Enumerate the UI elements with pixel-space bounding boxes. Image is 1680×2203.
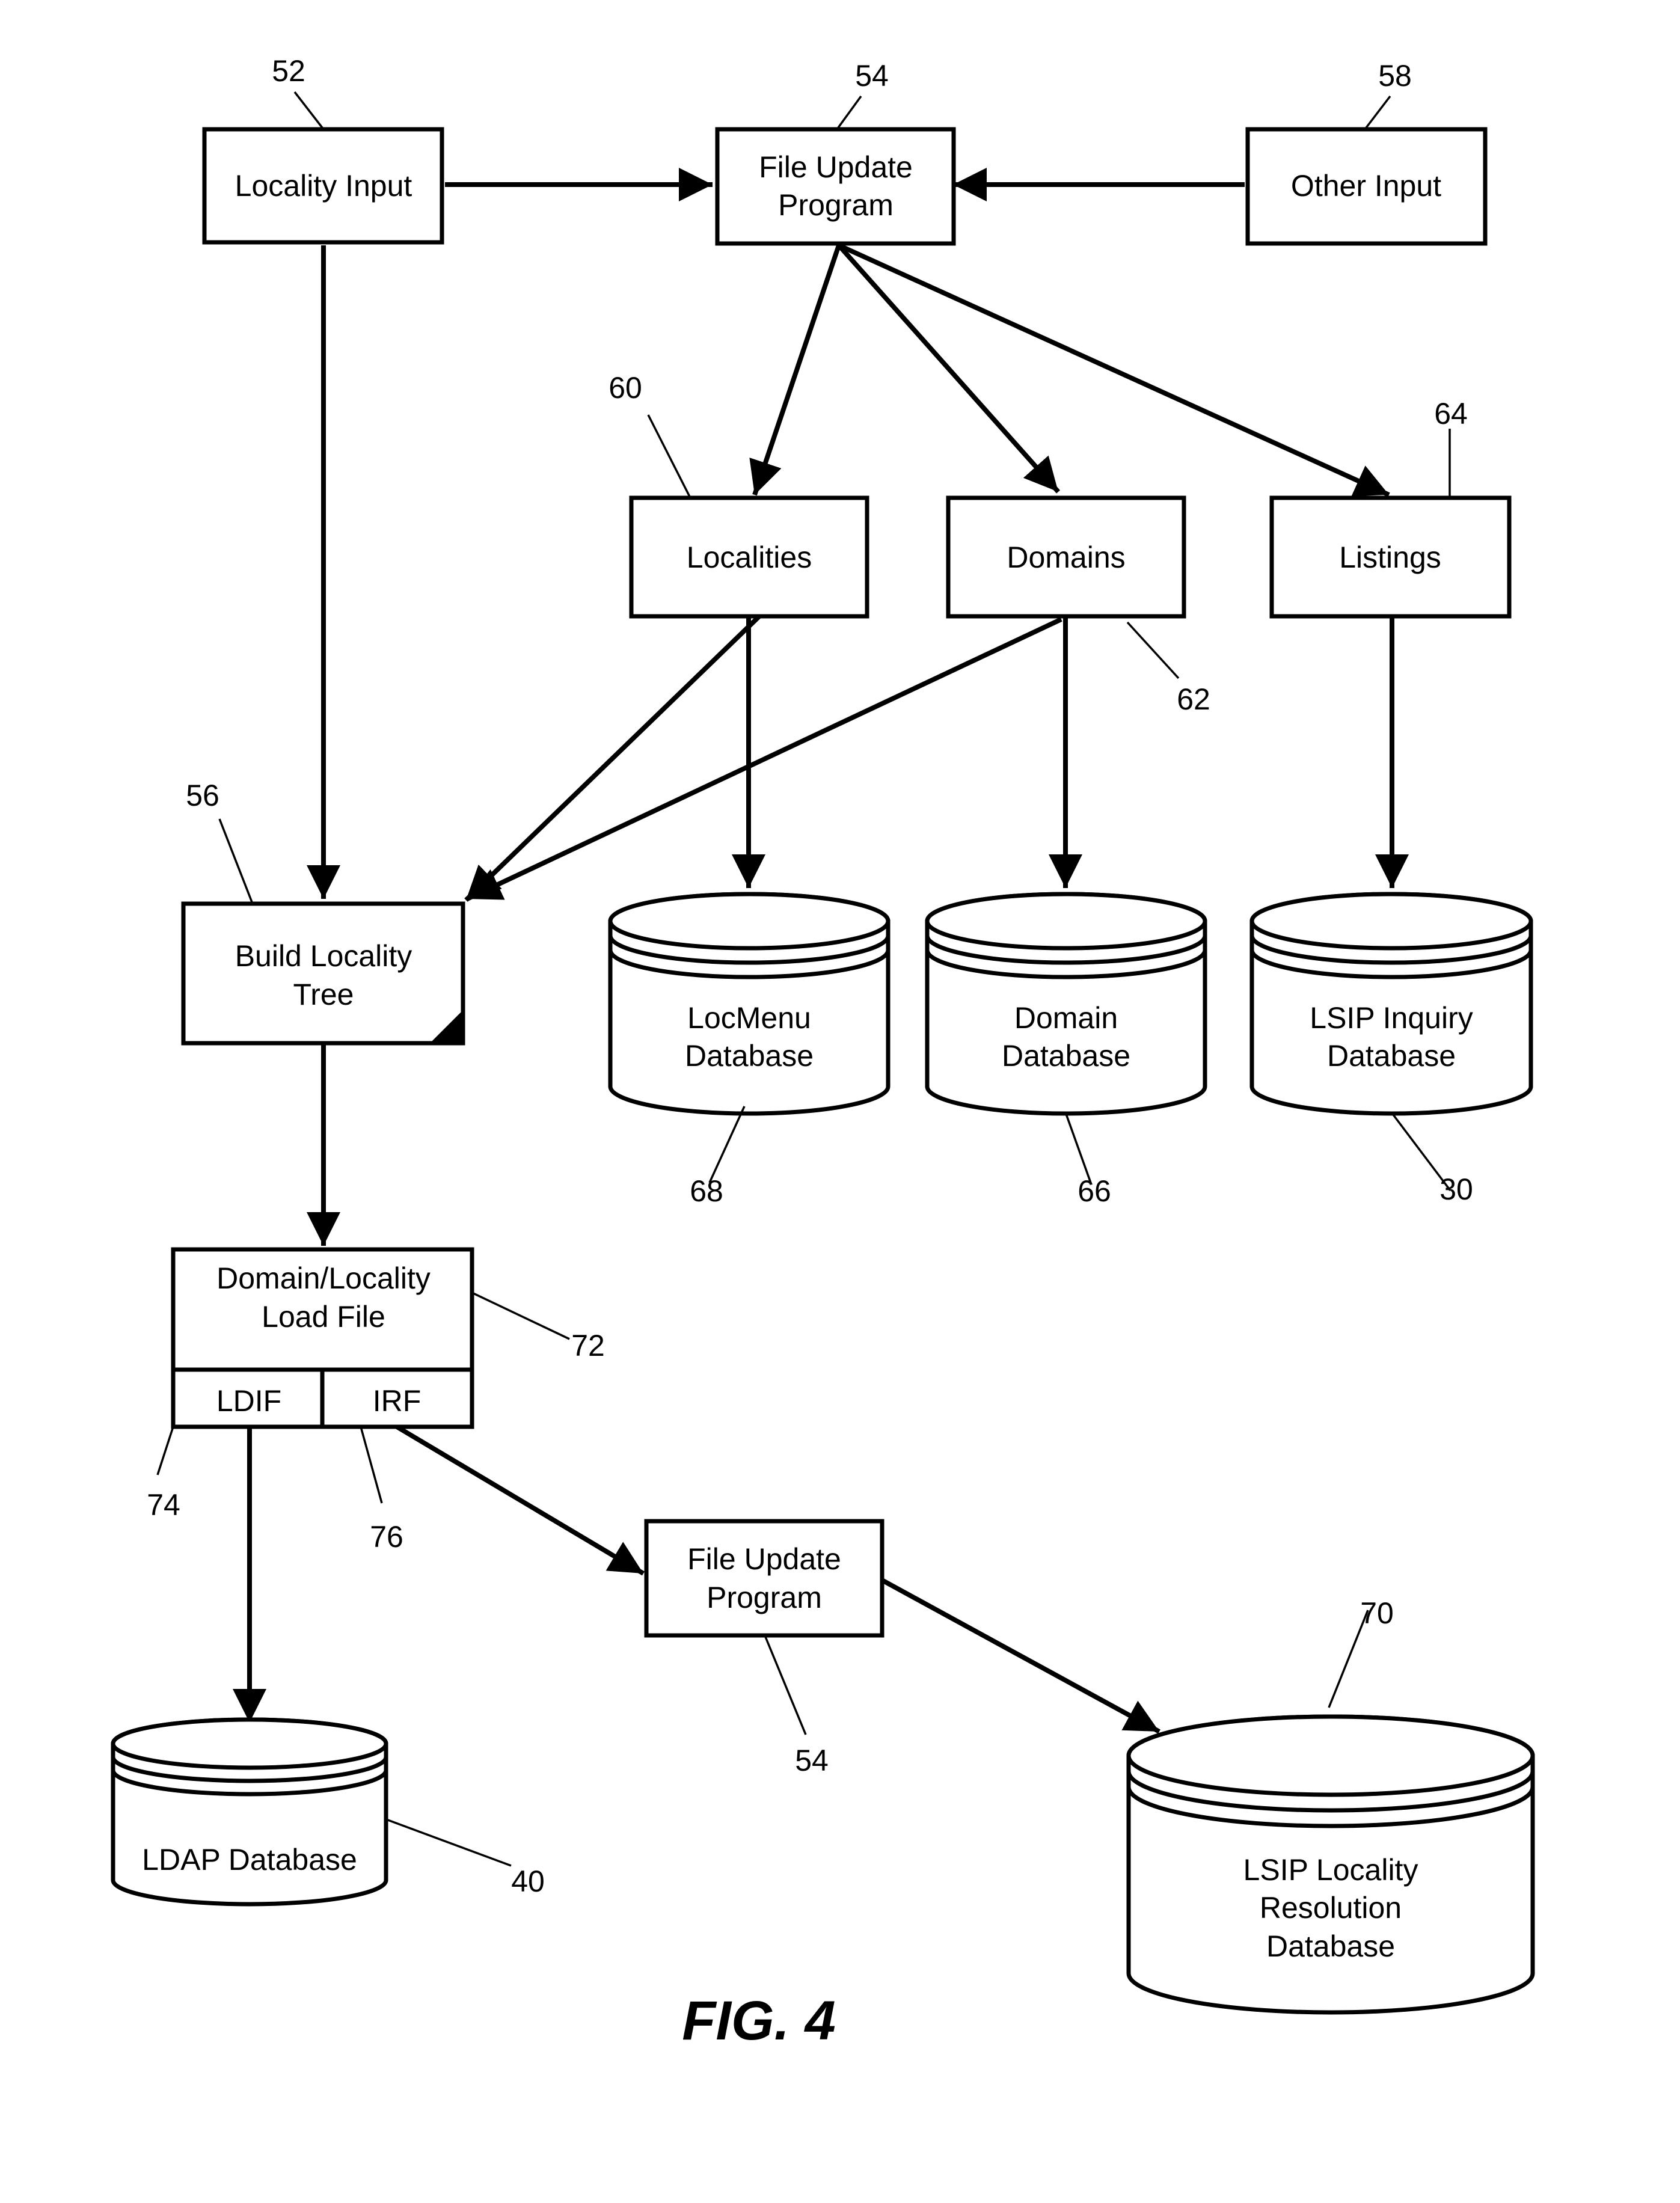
ref-file-update-bottom: 54 [795,1744,829,1777]
db-label-line-1: LocMenu [687,1001,811,1035]
node-label: Locality Input [235,169,412,203]
ref-listings: 64 [1434,397,1468,430]
ref-lsip-resolution-db: 70 [1360,1596,1394,1630]
ref-load-file: 72 [571,1329,605,1362]
node-label: Localities [687,541,812,574]
edge-localities-to-build-tree [466,612,764,900]
node-localities: Localities [631,498,867,616]
node-domain-locality-load-file: Domain/Locality Load File LDIF IRF [173,1249,472,1427]
db-label-line-2: Database [685,1039,814,1073]
db-label-line-2: Database [1327,1039,1456,1073]
db-label-line-2: Resolution [1260,1891,1402,1925]
node-label-line-2: Tree [293,978,354,1011]
node-label-line-2: Program [707,1581,822,1614]
node-listings: Listings [1272,498,1509,616]
node-label: Domains [1007,541,1125,574]
figure-label: FIG. 4 [682,1990,836,2051]
ldif-section-label: LDIF [216,1384,281,1418]
node-label: Listings [1339,541,1441,574]
node-label-line-1: File Update [687,1542,841,1576]
edge-domains-to-build-tree [467,619,1061,899]
node-locality-input: Locality Input [204,129,442,242]
ref-locmenu-db: 68 [690,1174,723,1208]
db-lsip-locality-resolution: LSIP Locality Resolution Database [1129,1717,1533,2012]
node-domains: Domains [948,498,1184,616]
ref-domains: 62 [1177,682,1210,716]
node-label-line-2: Load File [262,1300,385,1334]
edge-irf-to-file-update-bottom [397,1427,643,1573]
ref-irf: 76 [370,1520,403,1554]
db-ldap: LDAP Database [113,1720,386,1904]
edge-file-update-to-localities [755,245,839,495]
node-build-locality-tree: Build Locality Tree [183,904,463,1043]
edge-file-update-bottom-to-lsip-resolution-db [881,1579,1159,1732]
ref-build-locality-tree: 56 [186,779,219,812]
db-label-line-1: Domain [1014,1001,1118,1035]
node-label: Other Input [1291,169,1441,203]
node-label-line-1: Domain/Locality [216,1261,431,1295]
ref-localities: 60 [609,371,642,405]
edge-file-update-to-listings [839,245,1389,495]
ref-locality-input: 52 [272,54,305,88]
ref-lsip-inquiry-db: 30 [1439,1172,1473,1206]
db-label-line-2: Database [1002,1039,1130,1073]
edge-file-update-to-domains [839,245,1058,492]
db-domain: Domain Database [927,894,1205,1114]
node-other-input: Other Input [1248,129,1485,244]
db-label-line-3: Database [1266,1929,1395,1963]
node-file-update-program-bottom: File Update Program [646,1521,882,1635]
ref-ldif: 74 [147,1488,180,1522]
db-label: LDAP Database [142,1843,357,1877]
node-label-line-2: Program [778,188,894,222]
node-label-line-1: Build Locality [235,939,412,973]
node-label-line-1: File Update [759,150,913,184]
ref-other-input: 58 [1378,59,1412,93]
db-lsip-inquiry: LSIP Inquiry Database [1252,894,1531,1114]
irf-section-label: IRF [373,1384,422,1418]
db-label-line-1: LSIP Locality [1243,1853,1418,1887]
node-file-update-program-top: File Update Program [717,129,954,244]
ref-ldap-db: 40 [511,1864,545,1898]
ref-file-update-top: 54 [855,59,889,93]
db-locmenu: LocMenu Database [610,894,888,1114]
db-label-line-1: LSIP Inquiry [1310,1001,1473,1035]
ref-domain-db: 66 [1078,1174,1111,1208]
